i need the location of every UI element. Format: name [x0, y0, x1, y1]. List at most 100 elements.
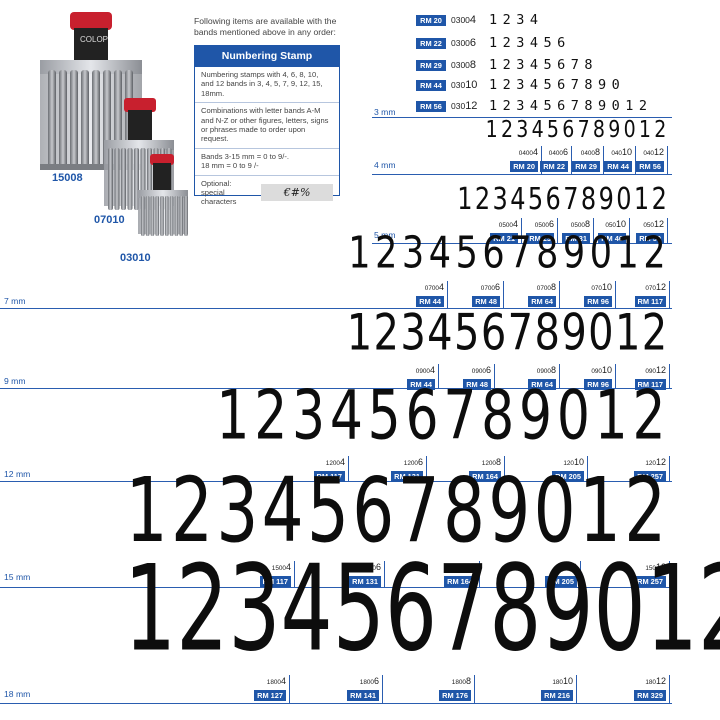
digit: 3 [216, 458, 259, 563]
digit: 8 [534, 304, 560, 362]
price-badge: RM 216 [541, 690, 573, 702]
column-divider [504, 456, 505, 481]
digit: 7 [507, 304, 534, 362]
column-divider [635, 146, 636, 174]
digit: 2 [654, 116, 667, 144]
price-badge: RM 176 [439, 690, 471, 702]
price-badge: RM 131 [391, 471, 423, 483]
size-label: 5 mm [374, 230, 396, 240]
digit-sample: 123456789012 [489, 98, 653, 114]
model-code: 12010 [563, 457, 584, 467]
column-divider [669, 561, 670, 587]
digit: 7 [577, 116, 590, 144]
digit-sample: 1234567890 [489, 77, 626, 93]
model-code: 09008 [536, 365, 556, 375]
digit: 1 [124, 540, 177, 679]
digit: 5 [454, 304, 480, 362]
digit: 1 [457, 181, 473, 217]
size-label: 7 mm [4, 296, 26, 306]
column-divider [603, 146, 604, 174]
column-divider [580, 561, 581, 587]
price-badge: RM 31 [562, 233, 590, 245]
model-code: 04004 [518, 147, 538, 157]
digit: 6 [482, 228, 505, 279]
digit: 4 [280, 540, 333, 679]
column-divider [615, 364, 616, 388]
column-divider [294, 561, 295, 587]
price-badge: RM 96 [584, 379, 612, 391]
model-code: 18004 [266, 676, 286, 686]
price-badge: RM 164 [444, 576, 476, 588]
digit: 7 [509, 228, 532, 279]
digit: 2 [500, 116, 514, 144]
model-code: 09006 [471, 365, 491, 375]
model-code: 12004 [325, 457, 345, 467]
model-code: 04010 [611, 147, 632, 157]
digit: 1 [645, 540, 698, 679]
info-para-bands: Numbering stamps with 4, 6, 8, 10, and 1… [195, 67, 339, 104]
model-code: 09012 [645, 365, 666, 375]
column-divider [503, 281, 504, 308]
digit-sample: 123456 [489, 35, 571, 51]
digit: 5 [527, 181, 544, 217]
digit: 0 [533, 458, 576, 563]
digit: 5 [546, 116, 560, 144]
size-label: 18 mm [4, 689, 31, 699]
digit: 8 [580, 181, 597, 217]
price-caption: 18004 RM 127 [254, 677, 286, 702]
model-code: 03006 [451, 37, 477, 49]
model-code: 05010 [605, 219, 626, 229]
digit: 1 [578, 458, 621, 563]
digit: 1 [125, 458, 168, 563]
column-divider [669, 675, 670, 703]
info-optional: Optional: special characters €#% [195, 176, 339, 211]
price-badge: RM 56 [636, 161, 664, 173]
size-divider [0, 703, 672, 704]
model-code: 04006 [548, 147, 568, 157]
column-divider [667, 218, 668, 243]
price-badge: RM 127 [254, 690, 286, 702]
digit: 2 [632, 377, 666, 456]
model-code: 05008 [570, 219, 590, 229]
digit: 2 [170, 458, 213, 563]
digit: 2 [651, 181, 667, 217]
digit: 0 [556, 377, 590, 456]
model-code: 05004 [498, 219, 518, 229]
column-divider [629, 218, 630, 243]
column-divider [426, 456, 427, 481]
size-divider [0, 587, 672, 588]
size-divider [372, 174, 672, 175]
model-code: 03008 [451, 59, 477, 71]
intro-text: Following items are available with the b… [194, 16, 337, 37]
digit: 0 [588, 304, 614, 362]
column-divider [667, 146, 668, 174]
model-code: 04008 [580, 147, 600, 157]
digit: 7 [563, 181, 579, 217]
column-divider [571, 146, 572, 174]
digit: 1 [348, 228, 371, 279]
price-badge: RM 117 [259, 576, 291, 588]
digit: 1 [638, 116, 651, 144]
digit: 9 [518, 377, 553, 456]
digit: 7 [437, 540, 490, 679]
price-caption: 05008 RM 31 [562, 220, 590, 245]
size-label: 15 mm [4, 572, 31, 582]
digit: 9 [598, 181, 614, 217]
model-code: 03012 [451, 100, 478, 112]
digit: 8 [489, 540, 542, 679]
size-label: 3 mm [374, 107, 396, 117]
digit: 2 [254, 377, 288, 456]
